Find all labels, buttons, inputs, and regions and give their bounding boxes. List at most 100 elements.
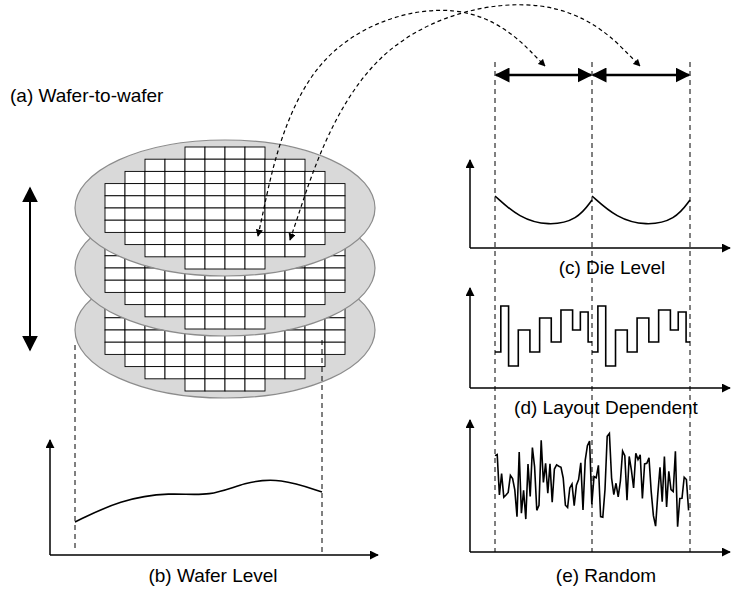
die-cell (285, 354, 305, 366)
die-cell (145, 280, 165, 292)
die-cell (245, 184, 265, 196)
die-cell (245, 196, 265, 208)
die-cell (245, 293, 265, 305)
layout-plot-x-axis (470, 387, 730, 389)
die-cell (325, 196, 345, 208)
die-cell (205, 159, 225, 171)
die-cell (145, 367, 165, 379)
die-cell (125, 220, 145, 232)
die-cell (285, 367, 305, 379)
guide-line (322, 340, 323, 552)
guide-line (690, 62, 691, 552)
die-cell (205, 219, 225, 231)
die-cell (305, 232, 325, 244)
die-cell (245, 367, 265, 379)
die-cell (205, 196, 225, 208)
die-cell (285, 208, 305, 220)
die-cell (125, 232, 145, 244)
wafer (75, 140, 375, 276)
die-cell (165, 280, 185, 292)
die-cell (325, 342, 345, 354)
die-cell (165, 306, 185, 318)
figure-label: (c) Die Level (559, 258, 666, 279)
die-cell (165, 220, 185, 232)
die-cell (245, 257, 265, 269)
die-cell (285, 196, 305, 208)
die-cell (265, 196, 285, 208)
die-cell (265, 219, 285, 231)
die-cell (305, 231, 325, 243)
wafer (75, 200, 375, 336)
die-cell (265, 305, 285, 317)
die-cell (265, 232, 285, 244)
die-cell (145, 159, 165, 171)
die-cell (265, 342, 285, 354)
die-cell (245, 281, 265, 293)
stack-arrow (29, 188, 31, 350)
die-cell (285, 184, 305, 196)
die-cell (185, 147, 205, 159)
die-cell (125, 354, 145, 366)
die-cell (125, 292, 145, 304)
die-cell (145, 293, 165, 305)
die-cell (265, 354, 285, 366)
die-cell (285, 280, 305, 292)
die-cell (285, 245, 305, 257)
die-cell (165, 232, 185, 244)
die-cell (265, 306, 285, 318)
die-cell (105, 268, 125, 280)
die-cell (325, 280, 345, 292)
figure-label: (a) Wafer-to-wafer (10, 86, 163, 107)
die-cell (205, 342, 225, 354)
die-cell (245, 245, 265, 257)
die-cell (145, 208, 165, 220)
die-cell (185, 184, 205, 196)
die-cell (245, 208, 265, 220)
die-cell (125, 208, 145, 220)
die-cell (225, 367, 245, 379)
die-cell (125, 293, 145, 305)
figure-label: (d) Layout Dependent (514, 398, 698, 419)
die-cell (265, 220, 285, 232)
wafer-plot-y-axis (49, 440, 51, 555)
die-cell (225, 208, 245, 220)
die-cell (165, 293, 185, 305)
die-cell (205, 317, 225, 329)
die-cell (225, 159, 245, 171)
die-cell (125, 342, 145, 354)
die-cell (185, 281, 205, 293)
die-cell (305, 220, 325, 232)
wafer-disc (75, 140, 375, 276)
die-cell (185, 256, 205, 268)
die-cell (225, 245, 245, 257)
die-cell (185, 171, 205, 183)
die-cell (125, 184, 145, 196)
die-plot-y-axis (469, 160, 471, 248)
layout-step-curve (495, 306, 592, 366)
die-cell (245, 305, 265, 317)
die-cell (205, 171, 225, 183)
die-cell (205, 367, 225, 379)
die-cell (245, 171, 265, 183)
die-cell (145, 232, 165, 244)
die-cell (245, 318, 265, 330)
die-cell (245, 231, 265, 243)
die-cell (105, 196, 125, 208)
die-cell (125, 280, 145, 292)
die-cell (205, 318, 225, 330)
die-cell (165, 219, 185, 231)
die-cell (145, 281, 165, 293)
random-plot-x-axis (470, 551, 730, 553)
die-cell (245, 159, 265, 171)
die-cell (145, 306, 165, 318)
die-cell (145, 354, 165, 366)
die-cell (185, 318, 205, 330)
die-cell (225, 147, 245, 159)
die-cell (225, 306, 245, 318)
die-cell (245, 292, 265, 304)
die-cell (245, 354, 265, 366)
die-cell (165, 354, 185, 366)
die-cell (185, 219, 205, 231)
die-cell (305, 208, 325, 220)
die-cell (305, 292, 325, 304)
